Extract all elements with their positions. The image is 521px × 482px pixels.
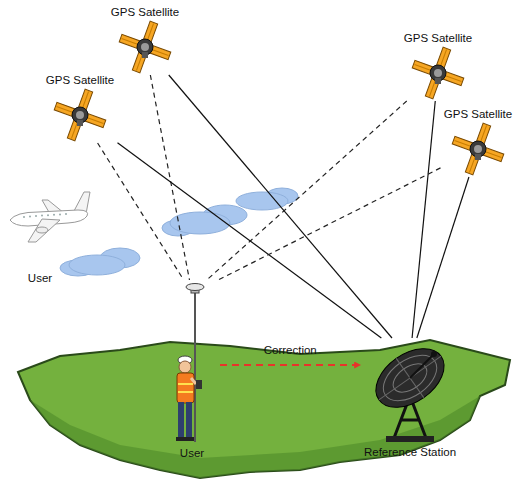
node-label: GPS Satellite (404, 31, 472, 45)
signal-line-dashed (150, 75, 189, 280)
signal-line (118, 143, 382, 338)
reference-station: Reference Station (361, 338, 460, 459)
airplane (10, 192, 90, 242)
edge-label: Correction (264, 344, 317, 356)
label-group: GPS Satellite (401, 30, 476, 45)
gps-satellite-icon (117, 19, 173, 75)
user-surveyor-icon (167, 280, 217, 445)
gps-satellite: GPS Satellite (43, 72, 118, 143)
signal-line (417, 177, 469, 338)
node-label: GPS Satellite (46, 73, 114, 87)
node-label: User (180, 446, 204, 460)
signal-line-dashed (218, 168, 440, 280)
correction-arrow (220, 364, 361, 366)
gps-satellite-icon (450, 121, 506, 177)
label-group: Reference Station (361, 444, 460, 459)
user-surveyor: User (164, 280, 220, 460)
reference-station-icon (364, 338, 456, 444)
gps-satellite: GPS Satellite (441, 106, 516, 177)
airplane-label: User (28, 272, 52, 284)
label-group: GPS Satellite (108, 4, 183, 19)
signal-line-dashed (207, 101, 407, 280)
gps-satellite-icon (410, 45, 466, 101)
label-group: GPS Satellite (43, 72, 118, 87)
gps-satellite: GPS Satellite (108, 4, 183, 75)
signal-line (169, 75, 392, 338)
signal-line-dashed (98, 143, 184, 280)
label-group: User (164, 445, 220, 460)
cloud (60, 188, 298, 276)
node-label: GPS Satellite (111, 5, 179, 19)
node-label: Reference Station (364, 445, 456, 459)
gps-satellite-icon (52, 87, 108, 143)
node-label: GPS Satellite (444, 107, 512, 121)
signal-line (412, 101, 435, 338)
gps-satellite: GPS Satellite (401, 30, 476, 101)
label-group: GPS Satellite (441, 106, 516, 121)
